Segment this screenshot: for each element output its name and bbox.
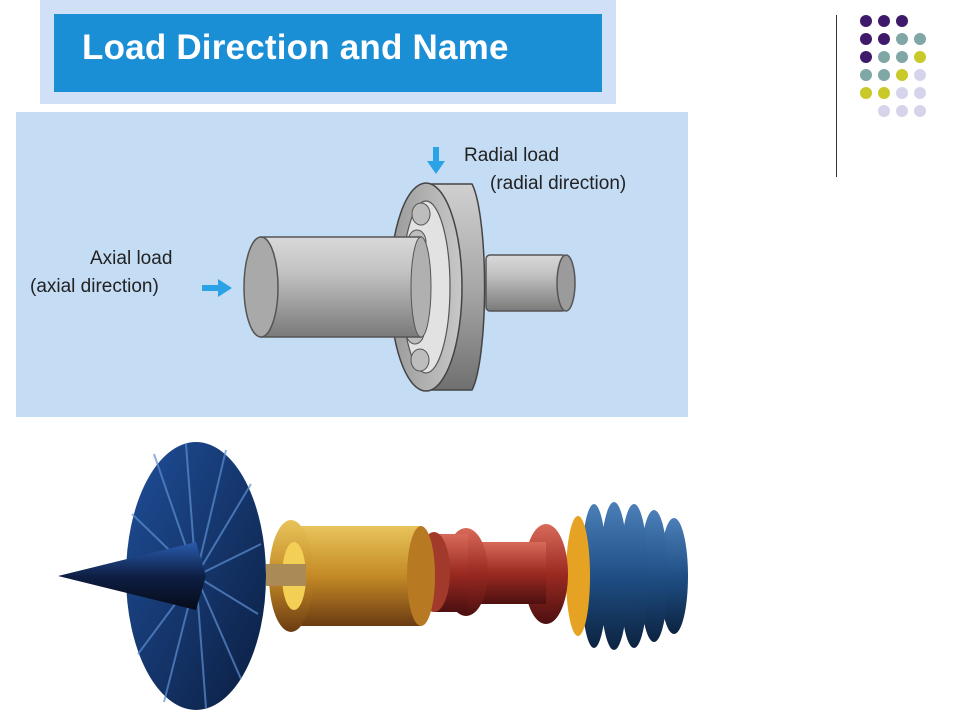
decorative-dot: [860, 51, 872, 63]
decorative-dot: [896, 15, 908, 27]
axial-load-label: Axial load: [90, 248, 173, 269]
decorative-dot: [878, 105, 890, 117]
turbine-section: [566, 502, 688, 650]
decorative-dot: [914, 87, 926, 99]
decorative-dot: [878, 15, 890, 27]
decorative-dot: [896, 33, 908, 45]
rolling-element: [411, 202, 431, 226]
decorative-dot: [860, 87, 872, 99]
decorative-dot: [896, 69, 908, 81]
decorative-dot: [914, 105, 926, 117]
decorative-dot: [878, 51, 890, 63]
decorative-dot: [914, 69, 926, 81]
decorative-dot: [896, 87, 908, 99]
combustor-section: [418, 524, 568, 624]
axial-direction-label: (axial direction): [30, 276, 159, 297]
large-shaft: [260, 236, 422, 338]
slide-title: Load Direction and Name: [82, 28, 509, 67]
decorative-dot: [860, 69, 872, 81]
radial-load-label: Radial load: [464, 145, 560, 166]
decorative-dot: [860, 33, 872, 45]
radial-direction-label: (radial direction): [490, 173, 627, 194]
decorative-dot: [860, 15, 872, 27]
decorative-dot: [878, 33, 890, 45]
decorative-dot: [914, 33, 926, 45]
decorative-dot: [896, 51, 908, 63]
bearing-load-diagram: Radial load (radial direction) Axial loa…: [16, 112, 688, 417]
title-bar: [54, 14, 602, 92]
jet-engine-image: [46, 424, 706, 720]
decorative-dot: [914, 51, 926, 63]
rolling-element: [410, 348, 430, 372]
decorative-dot-grid: [860, 15, 926, 117]
decorative-dot: [878, 87, 890, 99]
divider-line: [836, 15, 837, 177]
axial-arrow-icon: [202, 279, 232, 297]
decorative-dot: [878, 69, 890, 81]
compressor-section: [266, 520, 435, 632]
small-shaft: [485, 254, 567, 312]
radial-arrow-icon: [427, 147, 445, 174]
bearing-illustration: [202, 147, 576, 392]
spinner-cone: [58, 542, 206, 610]
decorative-dot: [896, 105, 908, 117]
